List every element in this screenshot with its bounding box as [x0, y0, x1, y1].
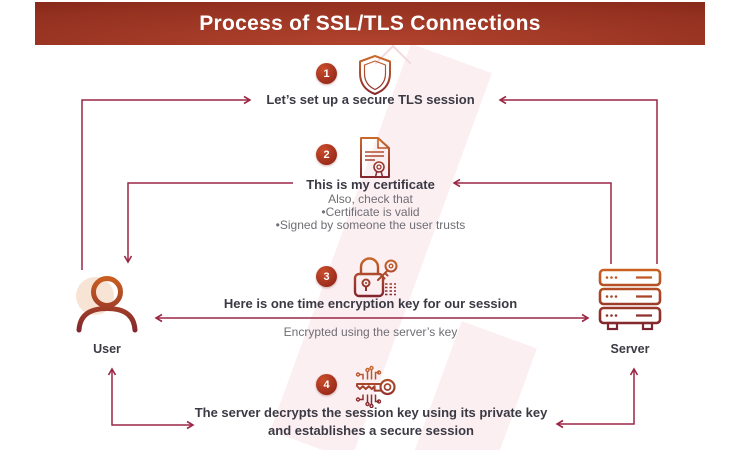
- arrow-step2-from-server: [454, 183, 612, 264]
- digital-key-icon: [355, 365, 396, 408]
- step-2-title: This is my certificate: [306, 177, 435, 192]
- step-1-title: Let’s set up a secure TLS session: [266, 92, 475, 107]
- page-title: Process of SSL/TLS Connections: [199, 11, 541, 35]
- arrow-step4-left: [112, 369, 193, 425]
- user-icon: [76, 276, 138, 333]
- lock-and-key-icon: [353, 257, 398, 298]
- step-3-sub-1: Encrypted using the server’s key: [283, 325, 458, 339]
- server-label: Server: [610, 342, 650, 356]
- certificate-icon: [360, 137, 390, 179]
- step-1-badge: 1: [316, 63, 337, 84]
- server-icon: [598, 268, 662, 331]
- arrow-step4-right: [557, 369, 634, 424]
- user-label: User: [93, 342, 121, 356]
- step-3-title: Here is one time encryption key for our …: [223, 296, 518, 311]
- step-2-sub-1: Also, check that: [328, 192, 413, 206]
- step-4-title: The server decrypts the session key usin…: [194, 405, 548, 438]
- arrow-step2-to-user: [128, 182, 293, 262]
- arrow-step1-from-server: [500, 100, 658, 264]
- step-2-sub-2: •Certificate is valid: [321, 205, 420, 219]
- header-banner: Process of SSL/TLS Connections: [35, 2, 705, 45]
- step-4-badge: 4: [316, 374, 337, 395]
- step-2-badge: 2: [316, 144, 337, 165]
- shield-icon: [359, 55, 391, 95]
- arrow-step1-from-user: [81, 100, 250, 270]
- step-2-sub-3: •Signed by someone the user trusts: [275, 218, 466, 232]
- step-3-badge: 3: [316, 266, 337, 287]
